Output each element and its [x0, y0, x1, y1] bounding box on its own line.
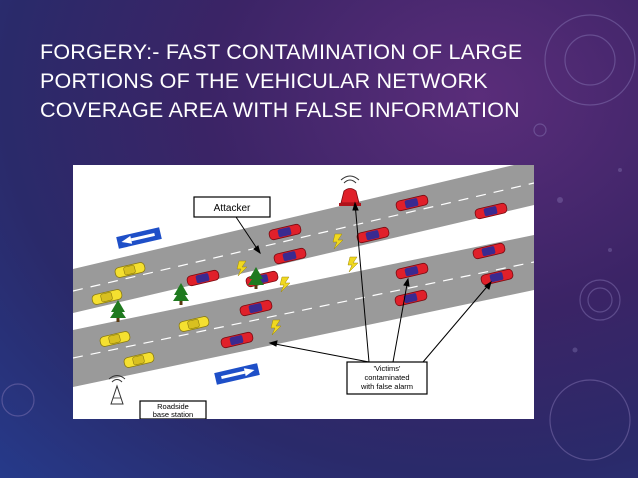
- base-station-label-line-2: base station: [153, 410, 193, 419]
- pointer-lines: [235, 201, 492, 363]
- base-station-label-line-1: Roadside: [157, 402, 189, 411]
- victims-label-line-1: 'Victims': [374, 364, 401, 373]
- attacker-label: Attacker: [214, 203, 251, 214]
- direction-arrow-icon: [214, 363, 260, 385]
- attacker-label-box: [193, 196, 271, 218]
- lower-lane-marking: [72, 261, 535, 359]
- direction-arrow-icon: [116, 227, 162, 249]
- alarm-beacon-icon: [339, 175, 361, 206]
- upper-lane-marking: [72, 182, 535, 292]
- slide-title: FORGERY:- FAST CONTAMINATION OF LARGE PO…: [40, 40, 523, 122]
- victims-label-box: [346, 361, 428, 395]
- victims-label-line-2: contaminated: [364, 373, 409, 382]
- diagram-canvas: Attacker 'Victims' contaminated with fal…: [72, 165, 535, 420]
- lightning-icon: [347, 256, 359, 273]
- antenna-icon: [108, 375, 126, 405]
- victims-label-line-3: with false alarm: [360, 382, 413, 391]
- vehicular-network-diagram: Attacker 'Victims' contaminated with fal…: [72, 165, 535, 420]
